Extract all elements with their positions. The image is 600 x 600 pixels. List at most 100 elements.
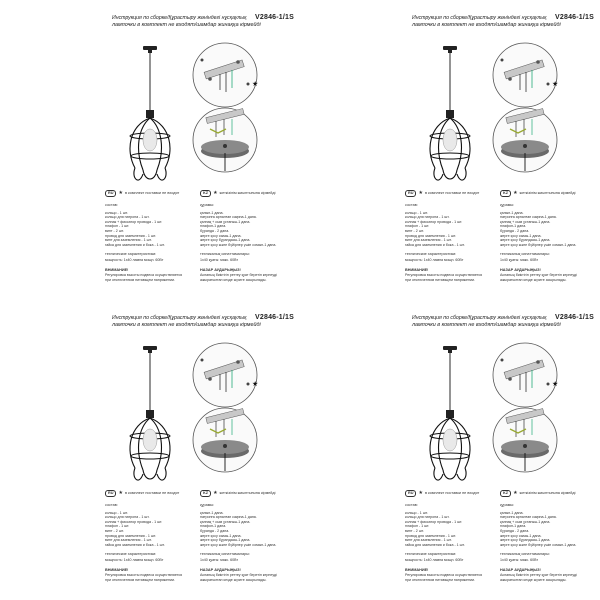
ru-badge: RU — [405, 490, 417, 497]
sheet-header: Инструкция по сборке/Құрастыру жөніндегі… — [412, 314, 594, 328]
kz-warning-line: ажыратылған кезде жүзеге асырылады. — [500, 277, 567, 282]
kz-contents-item: жерге қосу сымы-1 дана. — [500, 233, 542, 238]
ru-legend: RU ★ в комплект поставки не входят — [405, 190, 495, 197]
kz-warning-text: Аспаның биіктігін реттеу қуат беретін ке… — [200, 273, 290, 282]
kz-legend-text: жеткізілім жиынтығына кірмейді — [219, 191, 276, 196]
star-icon: ★ — [552, 381, 559, 388]
kz-tech-value: 1х40 қуаты: макс. 60Вт — [500, 257, 539, 262]
mounting-plate-detail — [492, 342, 558, 408]
ru-contents-item: винт для заземления - 1 шт. — [405, 238, 452, 243]
kz-contents-item: бұранда - 2 дана. — [200, 528, 230, 533]
ru-contents-item: гайка для заземления и бока - 1 шт. — [105, 242, 165, 247]
ru-contents-item: колпак + фиксатор провода - 1 шт. — [405, 219, 463, 224]
ru-tech-value: мощность: 1х40 лампа мощн. 60Вт — [405, 257, 464, 262]
kz-badge: KZ — [200, 490, 212, 497]
ru-contents-item: винт - 2 шт. — [405, 528, 424, 533]
kz-contents-item: қалып-1 дана. — [500, 210, 524, 215]
kz-contents-item: жерге қосу бұрандасы-1 дана. — [500, 238, 551, 243]
ru-legend-text: в комплект поставки не входят — [124, 191, 180, 196]
kz-tech-value: 1х40 қуаты: макс. 60Вт — [500, 557, 539, 562]
canopy-detail — [492, 407, 558, 473]
header-subtitle: лампочки в комплект не входят/шамдар жин… — [412, 22, 561, 28]
ru-contents-item: винт - 2 шт. — [405, 228, 424, 233]
sheet-header: Инструкция по сборке/Құрастыру жөніндегі… — [112, 314, 294, 328]
kz-legend-text: жеткізілім жиынтығына кірмейді — [219, 491, 276, 496]
ru-warning-line: при отключенном питающем напряжении. — [105, 577, 176, 582]
header-subtitle: лампочки в комплект не входят/шамдар жин… — [112, 322, 261, 328]
ru-contents-list: кольцо - 1 шт.кольцо для патрона - 1 шт.… — [405, 211, 495, 248]
kz-tech-title: техникалық сипаттамалары: — [200, 252, 250, 257]
kz-contents-item: жерге қосу сымы-1 дана. — [200, 533, 242, 538]
kz-contents-item: плафон-1 дана. — [200, 224, 227, 229]
kz-contents-item: плафон-1 дана. — [500, 524, 527, 529]
kz-warning-line: Аспаның биіктігін реттеу қуат беретін ке… — [200, 573, 277, 578]
kz-tech-value: 1х40 қуаты: макс. 60Вт — [200, 557, 239, 562]
instruction-sheet: Инструкция по сборке/Құрастыру жөніндегі… — [300, 0, 600, 300]
kz-contents-list: қалып-1 дана.патронға арналған сақина-1 … — [500, 211, 590, 248]
kz-contents-list: қалып-1 дана.патронға арналған сақина-1 … — [200, 511, 290, 548]
ru-column: RU ★ в комплект поставки не входят соста… — [405, 190, 495, 282]
kz-legend-text: жеткізілім жиынтығына кірмейді — [519, 491, 576, 496]
kz-badge: KZ — [200, 190, 212, 197]
pendant-lamp-illustration — [129, 346, 171, 481]
ru-legend-text: в комплект поставки не входят — [424, 491, 480, 496]
kz-contents-item: жерге қосу бұрандасы-1 дана. — [500, 538, 551, 543]
pendant-lamp-illustration — [129, 46, 171, 181]
ru-warning-line: Регулировка высоты подвеса осуществляетс… — [105, 573, 183, 578]
canopy-detail — [492, 107, 558, 173]
mounting-plate-detail — [192, 342, 258, 408]
ru-column: RU ★ в комплект поставки не входят соста… — [105, 190, 195, 282]
kz-legend-text: жеткізілім жиынтығына кірмейді — [519, 191, 576, 196]
ru-warning-text: Регулировка высоты подвеса осуществляетс… — [405, 573, 495, 582]
kz-warning-title: НАЗАР АУДАРЫҢЫЗ! — [200, 567, 241, 572]
kz-legend: KZ ★ жеткізілім жиынтығына кірмейді — [200, 490, 290, 497]
ru-contents-item: колпак + фиксатор провода - 1 шт. — [105, 219, 163, 224]
kz-contents-item: жерге қосу сымы-1 дана. — [200, 233, 242, 238]
kz-contents-list: қалып-1 дана.патронға арналған сақина-1 … — [500, 511, 590, 548]
star-icon: ★ — [552, 81, 559, 88]
ru-contents-list: кольцо - 1 шт.кольцо для патрона - 1 шт.… — [105, 211, 195, 248]
kz-contents-item: қалпақ + сым ұстағыш-1 дана. — [500, 519, 551, 524]
kz-contents-item: жерге қосу бұрандасы-1 дана. — [200, 238, 251, 243]
ru-warning-text: Регулировка высоты подвеса осуществляетс… — [105, 573, 195, 582]
kz-contents-item: жерге қосу сымы-1 дана. — [500, 533, 542, 538]
kz-column: KZ ★ жеткізілім жиынтығына кірмейді құра… — [500, 490, 590, 582]
kz-contents-item: жерге қосу бұрандасы-1 дана. — [200, 538, 251, 543]
ru-contents-item: провод для заземления - 1 шт. — [105, 233, 157, 238]
kz-contents-item: патронға арналған сақина-1 дана. — [200, 215, 257, 220]
kz-column: KZ ★ жеткізілім жиынтығына кірмейді құра… — [200, 490, 290, 582]
kz-legend: KZ ★ жеткізілім жиынтығына кірмейді — [200, 190, 290, 197]
kz-tech-value: 1х40 қуаты: макс. 60Вт — [200, 257, 239, 262]
ru-warning-line: Регулировка высоты подвеса осуществляетс… — [405, 573, 483, 578]
ru-contents-item: кольцо для патрона - 1 шт. — [105, 515, 150, 520]
kz-contents-item: жерге қосу және бүйірлер үшін сомын-1 да… — [500, 542, 577, 547]
ru-warning-line: Регулировка высоты подвеса осуществляетс… — [105, 273, 183, 278]
kz-contents-title: құрамы: — [200, 203, 215, 207]
ru-contents-item: гайка для заземления и бока - 1 шт. — [105, 542, 165, 547]
kz-warning-line: ажыратылған кезде жүзеге асырылады. — [200, 277, 267, 282]
star-icon: ★ — [213, 190, 218, 196]
ru-contents-item: кольцо для патрона - 1 шт. — [105, 215, 150, 220]
kz-contents-title: құрамы: — [500, 203, 515, 207]
star-icon: ★ — [418, 190, 423, 196]
kz-warning-line: ажыратылған кезде жүзеге асырылады. — [500, 577, 567, 582]
kz-contents-item: қалып-1 дана. — [500, 510, 524, 515]
kz-contents-title: құрамы: — [500, 503, 515, 507]
star-icon: ★ — [418, 490, 423, 496]
kz-contents-item: патронға арналған сақина-1 дана. — [500, 515, 557, 520]
ru-tech-title: технические характеристики: — [105, 252, 157, 257]
ru-contents-item: гайка для заземления и бока - 1 шт. — [405, 242, 465, 247]
kz-contents-item: бұранда - 2 дана. — [500, 528, 530, 533]
kz-warning-text: Аспаның биіктігін реттеу қуат беретін ке… — [500, 573, 590, 582]
star-icon: ★ — [118, 490, 123, 496]
kz-column: KZ ★ жеткізілім жиынтығына кірмейді құра… — [500, 190, 590, 282]
ru-warning-title: ВНИМАНИЕ! — [105, 567, 129, 572]
sheet-header: Инструкция по сборке/Құрастыру жөніндегі… — [112, 14, 294, 28]
ru-contents-item: кольцо для патрона - 1 шт. — [405, 515, 450, 520]
sheet-header: Инструкция по сборке/Құрастыру жөніндегі… — [412, 14, 594, 28]
ru-contents-item: винт для заземления - 1 шт. — [105, 238, 152, 243]
kz-column: KZ ★ жеткізілім жиынтығына кірмейді құра… — [200, 190, 290, 282]
star-icon: ★ — [213, 490, 218, 496]
ru-contents-item: гайка для заземления и бока - 1 шт. — [405, 542, 465, 547]
ru-contents-list: кольцо - 1 шт.кольцо для патрона - 1 шт.… — [405, 511, 495, 548]
